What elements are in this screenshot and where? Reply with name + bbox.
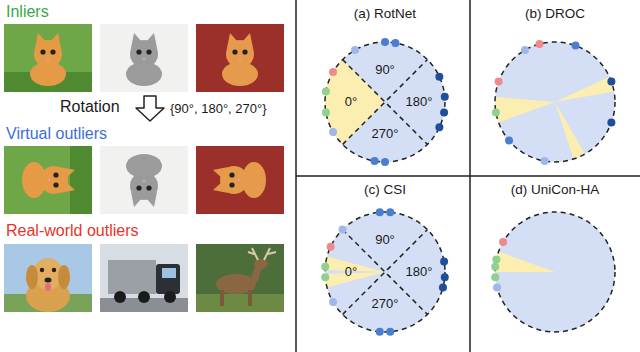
panel-title: (b) DROC bbox=[470, 6, 640, 21]
angle-label: 270° bbox=[372, 127, 399, 142]
panel-title: (c) CSI bbox=[300, 182, 470, 197]
virtual-outlier-photos bbox=[4, 146, 284, 214]
angle-label: 0° bbox=[345, 95, 357, 110]
operation-label: Rotation bbox=[60, 98, 120, 116]
method-panel: (d) UniCon-HA bbox=[470, 176, 640, 352]
group-label: Real-world outliers bbox=[6, 222, 139, 240]
angle-label: 180° bbox=[406, 95, 433, 110]
panel-dividers bbox=[296, 0, 640, 352]
group-label: Virtual outliers bbox=[6, 125, 107, 143]
inlier-photos bbox=[4, 24, 284, 92]
droc-circle bbox=[492, 40, 615, 165]
panel-title: (d) UniCon-HA bbox=[470, 182, 640, 197]
real-world-outlier-photos bbox=[4, 244, 284, 312]
angle-label: 0° bbox=[345, 265, 357, 280]
angle-set: {90°, 180°, 270°} bbox=[170, 102, 267, 117]
rotnet-circle bbox=[322, 38, 449, 166]
angle-label: 180° bbox=[406, 265, 433, 280]
method-panel: (a) RotNet bbox=[300, 0, 470, 176]
angle-label: 90° bbox=[375, 233, 395, 248]
panel-title: (a) RotNet bbox=[300, 6, 470, 21]
method-panel: (b) DROC bbox=[470, 0, 640, 176]
unicon-ha-circle bbox=[491, 212, 615, 332]
method-panel: (c) CSI bbox=[300, 176, 470, 352]
rotation-arrow bbox=[136, 96, 164, 121]
angle-label: 90° bbox=[375, 63, 395, 78]
group-label: Inliers bbox=[6, 3, 49, 21]
angle-label: 270° bbox=[372, 297, 399, 312]
csi-circle bbox=[321, 208, 449, 336]
